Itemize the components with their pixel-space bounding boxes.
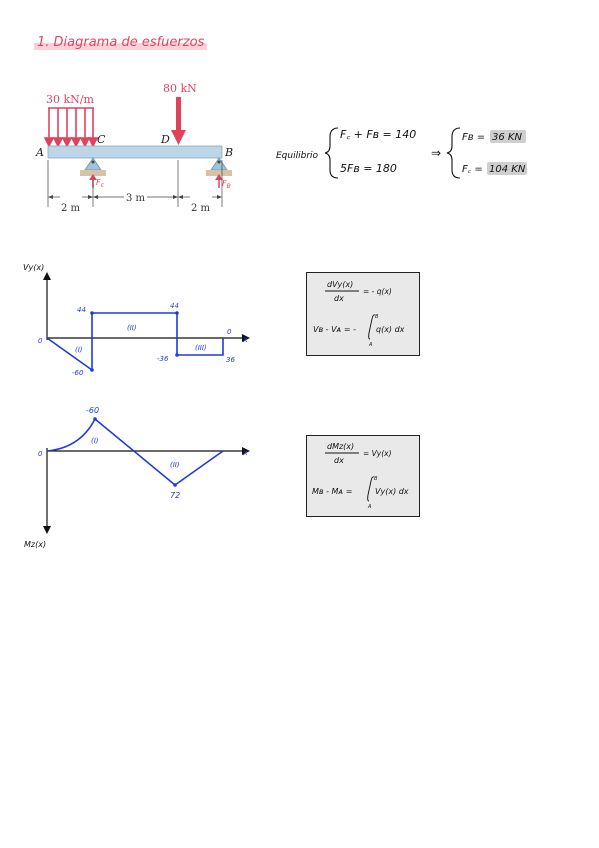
- results-brace: [446, 127, 461, 179]
- shear-value-min: -60: [72, 369, 84, 377]
- result-fc-label: F꜀ =: [462, 164, 483, 175]
- moment-x-label: x: [242, 448, 248, 457]
- shear-x-label: x: [242, 335, 248, 344]
- moment-formula-numerator: dMz(x): [327, 442, 354, 451]
- distributed-load-label: 30 kN/m: [46, 93, 94, 106]
- moment-segment-1: (I): [91, 437, 99, 445]
- moment-value-0: 0: [38, 450, 43, 458]
- shear-value-0: 0: [38, 337, 43, 345]
- dimension-1: 2 m: [61, 203, 81, 214]
- moment-curve: [46, 417, 224, 487]
- implies-arrow: ⇒: [431, 146, 441, 160]
- point-d-label: D: [160, 133, 170, 146]
- shear-diagram: Vy(x) x 0 -60 44 44 -36 0 36 (I) (II) (I…: [23, 263, 250, 377]
- shear-formula-box: dVy(x) dx = - q(x) Vʙ - Vᴀ = - B A q(x) …: [306, 272, 420, 356]
- support-c: [80, 157, 106, 176]
- equation-1: F꜀ + Fʙ = 140: [340, 128, 416, 141]
- moment-formula-box: dMz(x) dx = Vy(x) Mʙ - Mᴀ = B A Vy(x) dx: [306, 435, 420, 517]
- equation-2: 5Fʙ = 180: [340, 162, 397, 175]
- moment-value-d: 72: [170, 491, 180, 500]
- moment-formula-rhs: = Vy(x): [363, 449, 392, 458]
- distributed-load: [43, 107, 99, 148]
- shear-formula2-lhs: Vʙ - Vᴀ = -: [313, 325, 356, 334]
- shear-formula-denominator: dx: [334, 294, 344, 303]
- moment-integral-top: B: [374, 476, 378, 482]
- dimension-3: 2 m: [191, 203, 211, 214]
- moment-segment-2: (II): [170, 461, 180, 469]
- shear-formula-rhs: = - q(x): [363, 287, 392, 296]
- shear-curve: [46, 312, 224, 372]
- point-load-label: 80 kN: [163, 82, 197, 95]
- point-c-label: C: [97, 133, 106, 146]
- moment-diagram: Mz(x) x 0 -60 72 (I) (II): [24, 406, 250, 549]
- support-b: [206, 157, 232, 176]
- section-title: 1. Diagrama de esfuerzos: [34, 35, 208, 50]
- result-fb-label: Fʙ =: [462, 132, 485, 143]
- result-fc-value: 104 KN: [489, 164, 526, 175]
- shear-value-dr: -36: [157, 355, 169, 363]
- reaction-c-label: Fc: [96, 178, 105, 189]
- moment-value-c: -60: [86, 406, 99, 415]
- moment-integral-bottom: A: [367, 504, 372, 510]
- moment-formula-denominator: dx: [334, 456, 344, 465]
- shear-integral-top: B: [375, 314, 379, 320]
- moment-formula2-lhs: Mʙ - Mᴀ =: [312, 487, 352, 496]
- shear-value-d: 44: [170, 302, 179, 310]
- moment-formula2-body: Vy(x) dx: [375, 487, 409, 496]
- moment-axis-label: Mz(x): [24, 540, 46, 549]
- equilibrium-label: Equilibrio: [276, 151, 319, 161]
- dimension-2: 3 m: [126, 193, 146, 204]
- shear-value-b: 0: [227, 328, 232, 336]
- shear-value-c: 44: [77, 306, 86, 314]
- shear-segment-2: (II): [127, 324, 137, 332]
- point-a-label: A: [35, 146, 44, 159]
- shear-segment-1: (I): [75, 346, 83, 354]
- dimension-lines: [47, 160, 223, 207]
- beam: [47, 145, 223, 159]
- point-load-arrow: [171, 97, 186, 145]
- equilibrium-brace: [324, 127, 339, 179]
- shear-axis-label: Vy(x): [23, 263, 44, 272]
- point-b-label: B: [224, 146, 233, 159]
- reaction-b-label: FB: [222, 179, 231, 190]
- reaction-b-arrow: [215, 174, 223, 188]
- shear-segment-3: (III): [195, 344, 207, 352]
- result-fb-value: 36 KN: [492, 132, 522, 143]
- shear-formula2-body: q(x) dx: [376, 325, 405, 334]
- shear-formula-numerator: dVy(x): [327, 280, 353, 289]
- shear-integral-bottom: A: [368, 342, 373, 348]
- shear-value-br: 36: [226, 356, 235, 364]
